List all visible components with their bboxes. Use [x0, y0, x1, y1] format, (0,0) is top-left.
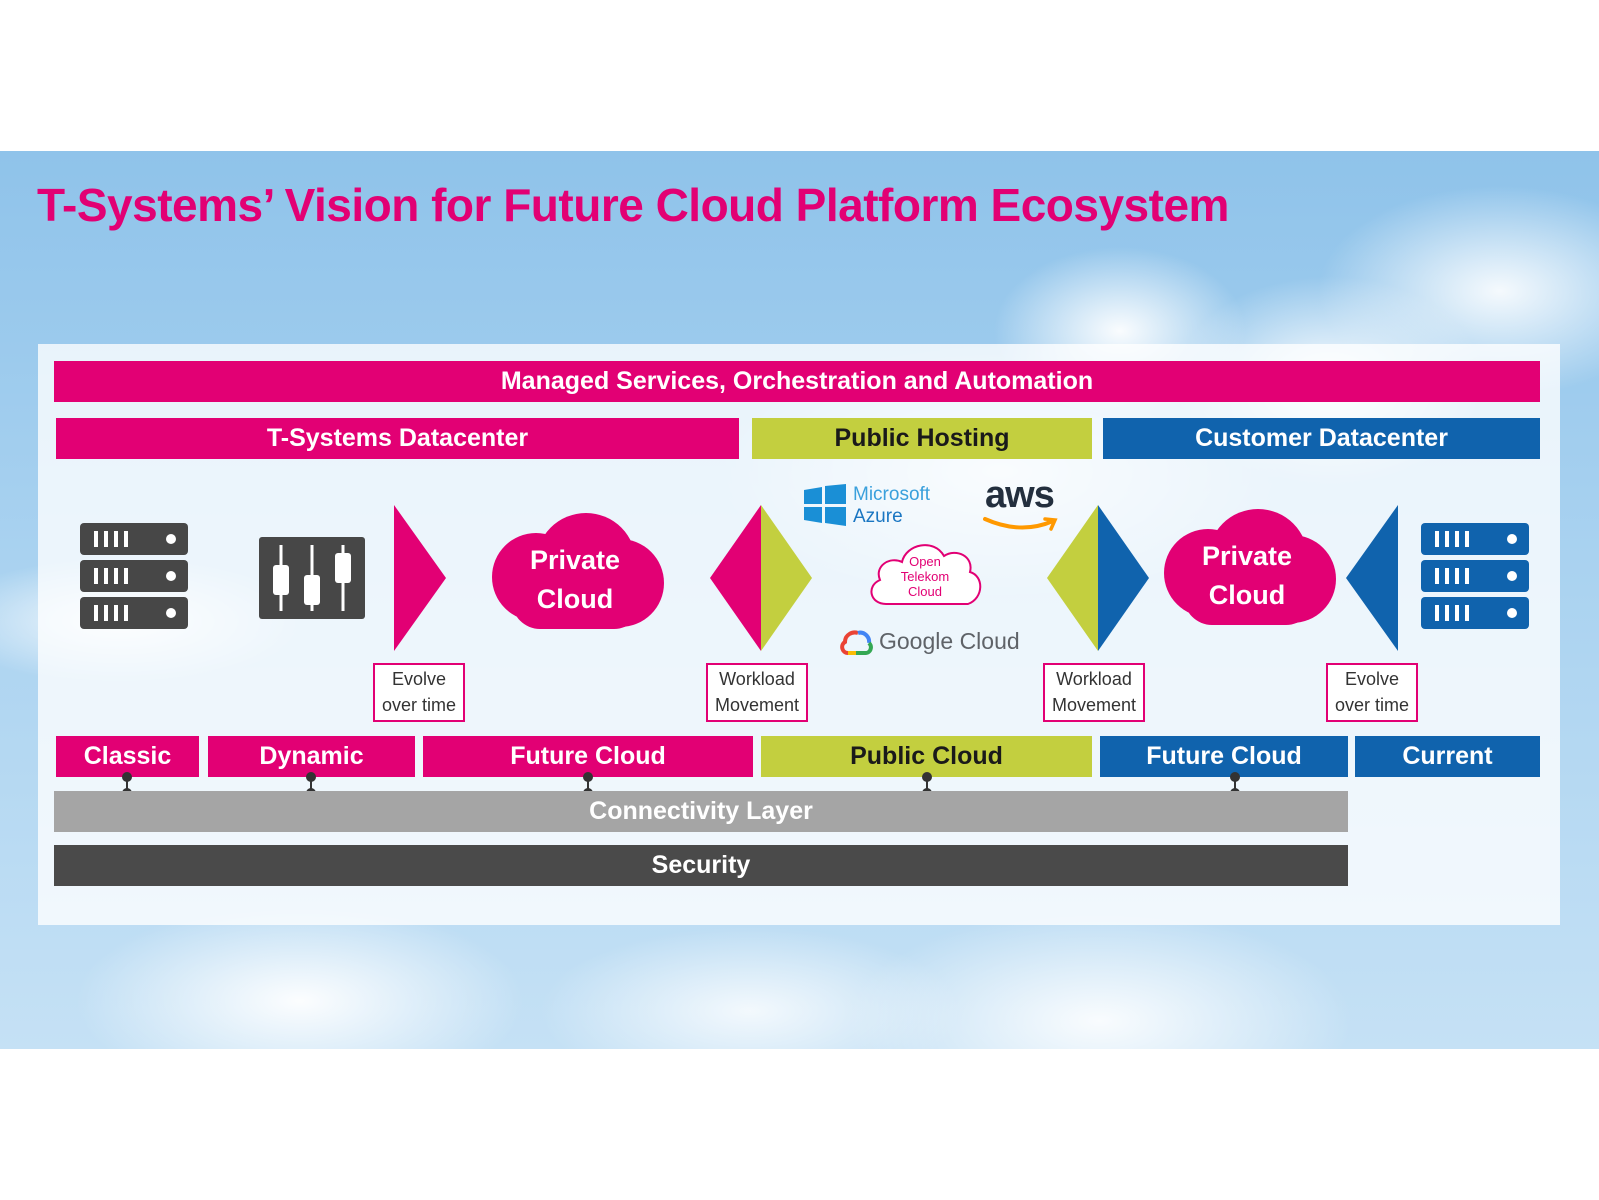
mixer-sliders-icon: [259, 537, 365, 619]
label-line: Workload: [1056, 669, 1132, 689]
private-cloud-icon: [1164, 509, 1336, 625]
azure-line-microsoft: Microsoft: [853, 484, 931, 505]
workload-movement-label: Workload Movement: [706, 663, 808, 722]
zone-customer-datacenter: Customer Datacenter: [1103, 418, 1540, 459]
workload-double-arrow-icon: [710, 505, 812, 651]
server-rack-icon: [80, 523, 188, 629]
otc-line: Open: [909, 554, 941, 569]
azure-line-azure: Azure: [853, 506, 903, 527]
connector-line: [310, 773, 312, 792]
connector-line: [587, 773, 589, 792]
aws-smile-icon: [983, 517, 1058, 531]
evolve-over-time-label: Evolve over time: [373, 663, 465, 722]
category-future-cloud-tsystems: Future Cloud: [423, 736, 753, 777]
label-line: over time: [381, 695, 457, 715]
evolve-arrow-left-icon: [1346, 505, 1398, 651]
cloud-line: Private: [1201, 541, 1293, 571]
workload-double-arrow-icon: [1047, 505, 1149, 651]
google-word: Google: [879, 628, 954, 654]
cloud-line: Private: [529, 545, 621, 575]
private-cloud-label: Private Cloud: [1156, 537, 1338, 615]
zone-public-hosting: Public Hosting: [752, 418, 1092, 459]
page-title: T-Systems’ Vision for Future Cloud Platf…: [37, 179, 1229, 231]
category-current: Current: [1355, 736, 1540, 777]
cloud-line: Cloud: [536, 584, 614, 614]
evolve-over-time-label: Evolve over time: [1326, 663, 1418, 722]
evolve-arrow-right-icon: [394, 505, 446, 651]
connector-dot: [306, 772, 316, 782]
connector-line: [1234, 773, 1236, 792]
open-telekom-cloud-label: Open Telekom Cloud: [864, 554, 986, 599]
connector-line: [926, 773, 928, 792]
category-future-cloud-customer: Future Cloud: [1100, 736, 1348, 777]
connector-dot: [1230, 772, 1240, 782]
connector-dot: [583, 772, 593, 782]
private-cloud-icon: [492, 513, 664, 629]
connectivity-layer-bar: Connectivity Layer: [54, 791, 1348, 832]
security-layer-bar: Security: [54, 845, 1348, 886]
category-public-cloud: Public Cloud: [761, 736, 1092, 777]
private-cloud-label: Private Cloud: [484, 541, 666, 619]
windows-logo-icon: [804, 484, 846, 526]
workload-movement-label: Workload Movement: [1043, 663, 1145, 722]
connector-line: [126, 773, 128, 792]
otc-line: Telekom: [900, 569, 950, 584]
label-line: Movement: [714, 695, 800, 715]
otc-line: Cloud: [908, 584, 942, 599]
aws-logo-text: aws: [985, 474, 1055, 516]
zone-tsystems-datacenter: T-Systems Datacenter: [56, 418, 739, 459]
label-line: Evolve: [391, 669, 447, 689]
cloud-line: Cloud: [1208, 580, 1286, 610]
open-telekom-cloud-icon: [870, 544, 982, 605]
label-line: Movement: [1051, 695, 1137, 715]
connector-dot: [922, 772, 932, 782]
label-line: Workload: [719, 669, 795, 689]
google-cloud-logo-text: Google Cloud: [879, 628, 1020, 655]
label-line: over time: [1334, 695, 1410, 715]
google-cloud-word: Cloud: [959, 628, 1020, 654]
server-rack-icon: [1421, 523, 1529, 629]
google-cloud-icon: [840, 630, 873, 655]
category-classic: Classic: [56, 736, 199, 777]
category-dynamic: Dynamic: [208, 736, 415, 777]
azure-logo-text: Microsoft Azure: [853, 484, 930, 528]
connector-dot: [122, 772, 132, 782]
label-line: Evolve: [1344, 669, 1400, 689]
managed-services-bar: Managed Services, Orchestration and Auto…: [54, 361, 1540, 402]
